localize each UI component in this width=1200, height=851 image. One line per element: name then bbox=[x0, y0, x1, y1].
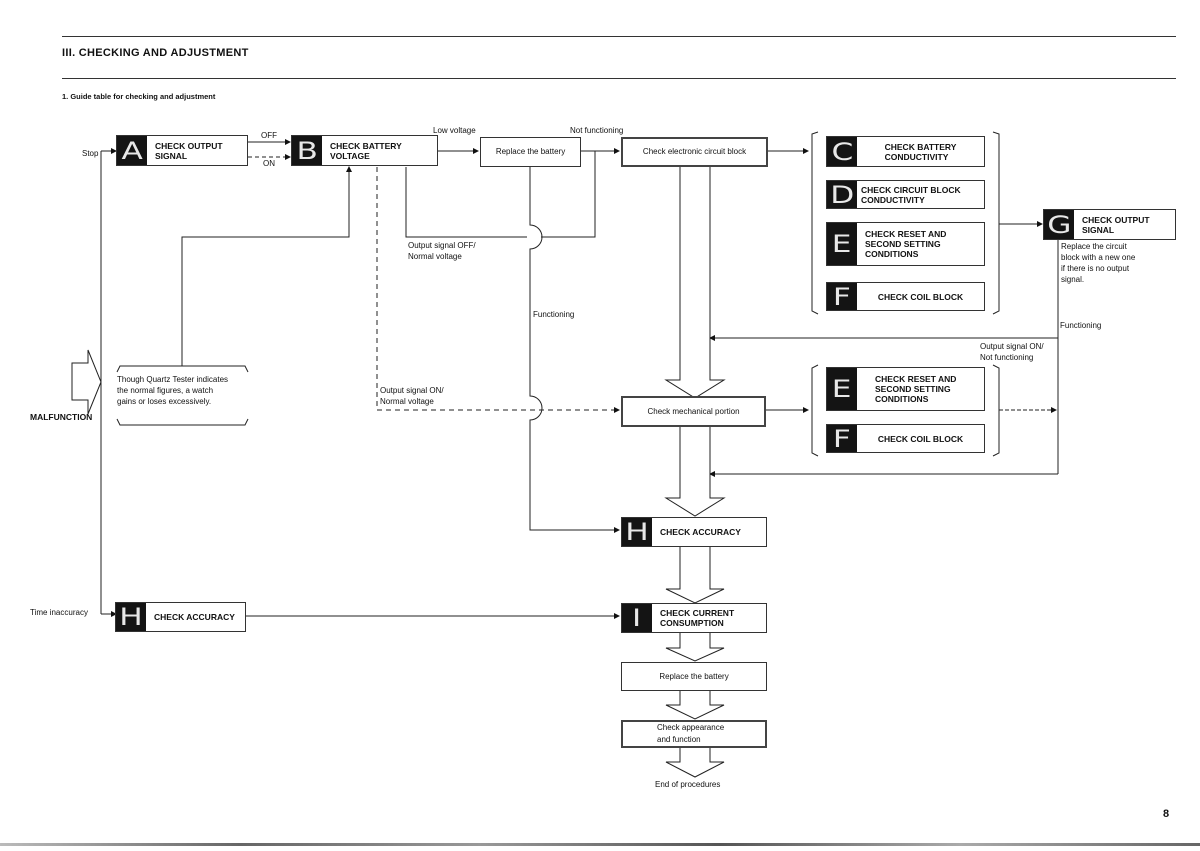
step-letter-icon: I bbox=[622, 604, 652, 632]
edge-label-functioning-2: Functioning bbox=[1060, 321, 1102, 330]
step-f-check-coil-block-2: F CHECK COIL BLOCK bbox=[826, 424, 985, 453]
hollow-arrow-h-i bbox=[665, 547, 725, 604]
time-inaccuracy-label: Time inaccuracy bbox=[30, 608, 88, 617]
quartz-note: Though Quartz Tester indicates the norma… bbox=[117, 375, 229, 406]
step-letter-icon: H bbox=[116, 603, 146, 631]
end-of-procedures-label: End of procedures bbox=[655, 780, 721, 789]
edge-output-on bbox=[376, 167, 620, 413]
hollow-arrow-electronic-mechanical bbox=[664, 167, 726, 399]
step-letter-icon: A bbox=[117, 136, 147, 165]
scan-bottom-edge bbox=[0, 843, 1200, 846]
edge-label-output-off-normal: Output signal OFF/ Normal voltage bbox=[408, 241, 476, 261]
step-letter-icon: E bbox=[827, 368, 857, 410]
bracket-cdef-left bbox=[811, 131, 819, 315]
check-appearance-function-box: Check appearance and function bbox=[621, 720, 767, 748]
step-letter-icon: F bbox=[827, 425, 857, 453]
hollow-arrow-end bbox=[665, 748, 725, 778]
top-rule bbox=[62, 36, 1176, 37]
step-h-check-accuracy-main: H CHECK ACCURACY bbox=[621, 517, 767, 547]
step-letter-icon: B bbox=[292, 136, 322, 165]
edge-label-output-on-not-functioning: Output signal ON/ Not functioning bbox=[980, 342, 1044, 362]
bracket-ef-right bbox=[992, 364, 1000, 457]
check-mechanical-portion-box: Check mechanical portion bbox=[621, 396, 766, 427]
subsection-title: 1. Guide table for checking and adjustme… bbox=[62, 92, 216, 101]
step-i-check-current-consumption: I CHECK CURRENT CONSUMPTION bbox=[621, 603, 767, 633]
hollow-arrow-replace-appearance bbox=[665, 691, 725, 720]
step-d-check-circuit-block-conductivity: D CHECK CIRCUIT BLOCK CONDUCTIVITY bbox=[826, 180, 985, 209]
malfunction-label: MALFUNCTION bbox=[30, 412, 93, 422]
edge-label-not-functioning: Not functioning bbox=[570, 126, 624, 135]
step-a-check-output-signal: A CHECK OUTPUT SIGNAL bbox=[116, 135, 248, 166]
edge-label-output-on-normal: Output signal ON/ Normal voltage bbox=[380, 386, 444, 406]
step-letter-icon: C bbox=[827, 137, 857, 166]
note-bracket bbox=[116, 365, 249, 426]
step-letter-icon: D bbox=[827, 181, 857, 209]
step-e-check-reset-conditions-2: E CHECK RESET AND SECOND SETTING CONDITI… bbox=[826, 367, 985, 411]
page-number: 8 bbox=[1163, 808, 1170, 820]
replace-battery-box-2: Replace the battery bbox=[621, 662, 767, 691]
step-f-check-coil-block-1: F CHECK COIL BLOCK bbox=[826, 282, 985, 311]
step-e-check-reset-conditions-1: E CHECK RESET AND SECOND SETTING CONDITI… bbox=[826, 222, 985, 266]
step-c-check-battery-conductivity: C CHECK BATTERY CONDUCTIVITY bbox=[826, 136, 985, 167]
stop-label: Stop bbox=[82, 149, 99, 158]
edge-label-low-voltage: Low voltage bbox=[433, 126, 476, 135]
edge-label-off: OFF bbox=[261, 131, 277, 140]
malfunction-arrow bbox=[71, 349, 102, 415]
edge-note-b bbox=[181, 166, 352, 366]
section-title: III. CHECKING AND ADJUSTMENT bbox=[62, 47, 249, 59]
step-letter-icon: H bbox=[622, 518, 652, 546]
replace-battery-box-1: Replace the battery bbox=[480, 137, 581, 167]
check-electronic-circuit-box: Check electronic circuit block bbox=[621, 137, 768, 167]
step-letter-icon: E bbox=[827, 223, 857, 265]
bracket-cdef-right bbox=[992, 131, 1000, 315]
edge-label-functioning-1: Functioning bbox=[533, 310, 575, 319]
step-h-check-accuracy-entry: H CHECK ACCURACY bbox=[115, 602, 246, 632]
hollow-arrow-i-replace bbox=[665, 633, 725, 662]
edge-label-on: ON bbox=[263, 159, 275, 168]
g-note: Replace the circuit block with a new one… bbox=[1061, 242, 1136, 284]
bracket-ef-left bbox=[811, 364, 819, 457]
title-rule bbox=[62, 78, 1176, 79]
step-b-check-battery-voltage: B CHECK BATTERY VOLTAGE bbox=[291, 135, 438, 166]
edge-functioning-h bbox=[529, 167, 620, 533]
step-g-check-output-signal: G CHECK OUTPUT SIGNAL bbox=[1043, 209, 1176, 240]
step-letter-icon: F bbox=[827, 283, 857, 311]
step-letter-icon: G bbox=[1044, 210, 1074, 239]
hollow-arrow-mechanical-h bbox=[664, 427, 726, 517]
